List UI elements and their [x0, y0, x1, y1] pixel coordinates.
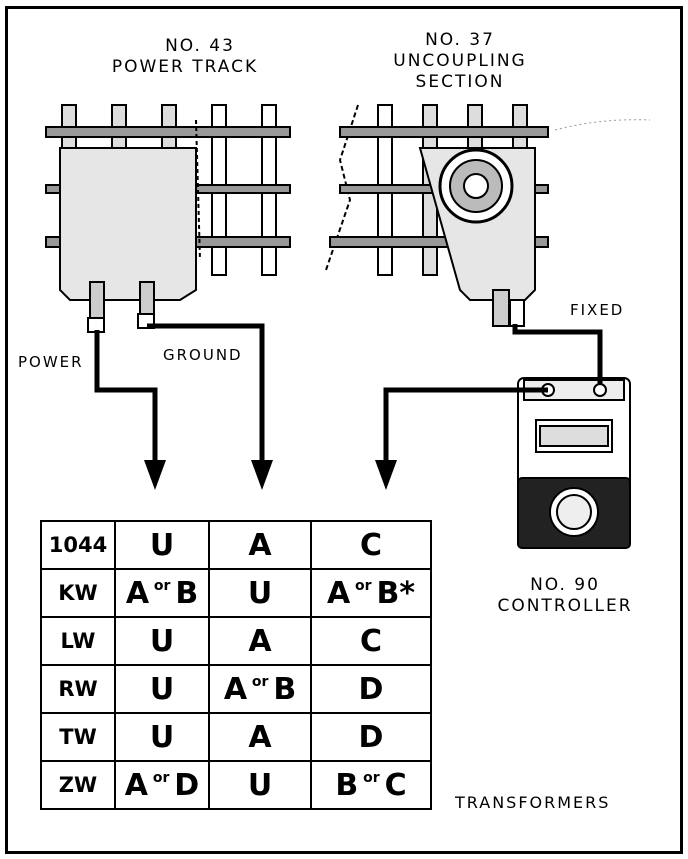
ground-terminal-cell: A: [208, 616, 312, 666]
power-track-name: POWER TRACK: [111, 57, 259, 77]
controller-terminal-cell: C: [310, 616, 432, 666]
ground-wire-label: GROUND: [163, 346, 243, 364]
uncoupling-section: SECTION: [415, 72, 505, 92]
power-track-label: NO. 43 POWER TRACK: [112, 36, 265, 78]
uncoupling-section-label: NO. 37 UNCOUPLING SECTION: [380, 30, 540, 93]
arrowheads: [144, 460, 397, 490]
ground-terminal-cell: A: [208, 712, 312, 762]
uncoupling-track-drawing: [325, 104, 549, 327]
ground-terminal-cell: A or B: [208, 664, 312, 714]
power-track-number: NO. 43: [165, 36, 235, 56]
transformer-model-cell: 1044: [40, 520, 116, 570]
ground-terminal-cell: U: [208, 760, 312, 810]
power-wire-label: POWER: [18, 353, 84, 371]
transformer-model-cell: LW: [40, 616, 116, 666]
controller-terminal-cell: A or B*: [310, 568, 432, 618]
transformer-model-cell: KW: [40, 568, 116, 618]
power-terminal-cell: A or D: [114, 760, 210, 810]
power-terminal-cell: U: [114, 616, 210, 666]
controller-label: NO. 90 CONTROLLER: [480, 575, 650, 617]
controller-terminal-cell: D: [310, 664, 432, 714]
power-terminal-cell: A or B: [114, 568, 210, 618]
controller-name: CONTROLLER: [497, 596, 633, 616]
diagram-frame: [5, 6, 683, 854]
transformer-model-cell: TW: [40, 712, 116, 762]
transformer-model-cell: RW: [40, 664, 116, 714]
controller-terminal-cell: B or C: [310, 760, 432, 810]
power-terminal-cell: U: [114, 664, 210, 714]
uncoupling-name: UNCOUPLING: [393, 51, 527, 71]
controller-terminal-cell: D: [310, 712, 432, 762]
fixed-wire-label: FIXED: [570, 301, 625, 319]
ground-terminal-cell: A: [208, 520, 312, 570]
power-terminal-cell: U: [114, 712, 210, 762]
power-track-drawing: [45, 104, 291, 333]
ground-terminal-cell: U: [208, 568, 312, 618]
power-terminal-cell: U: [114, 520, 210, 570]
controller-number: NO. 90: [530, 575, 600, 595]
wiring: [94, 323, 603, 462]
transformer-model-cell: ZW: [40, 760, 116, 810]
transformers-label: TRANSFORMERS: [455, 793, 611, 812]
uncoupling-number: NO. 37: [425, 30, 495, 50]
controller-drawing: [517, 377, 631, 549]
controller-terminal-cell: C: [310, 520, 432, 570]
